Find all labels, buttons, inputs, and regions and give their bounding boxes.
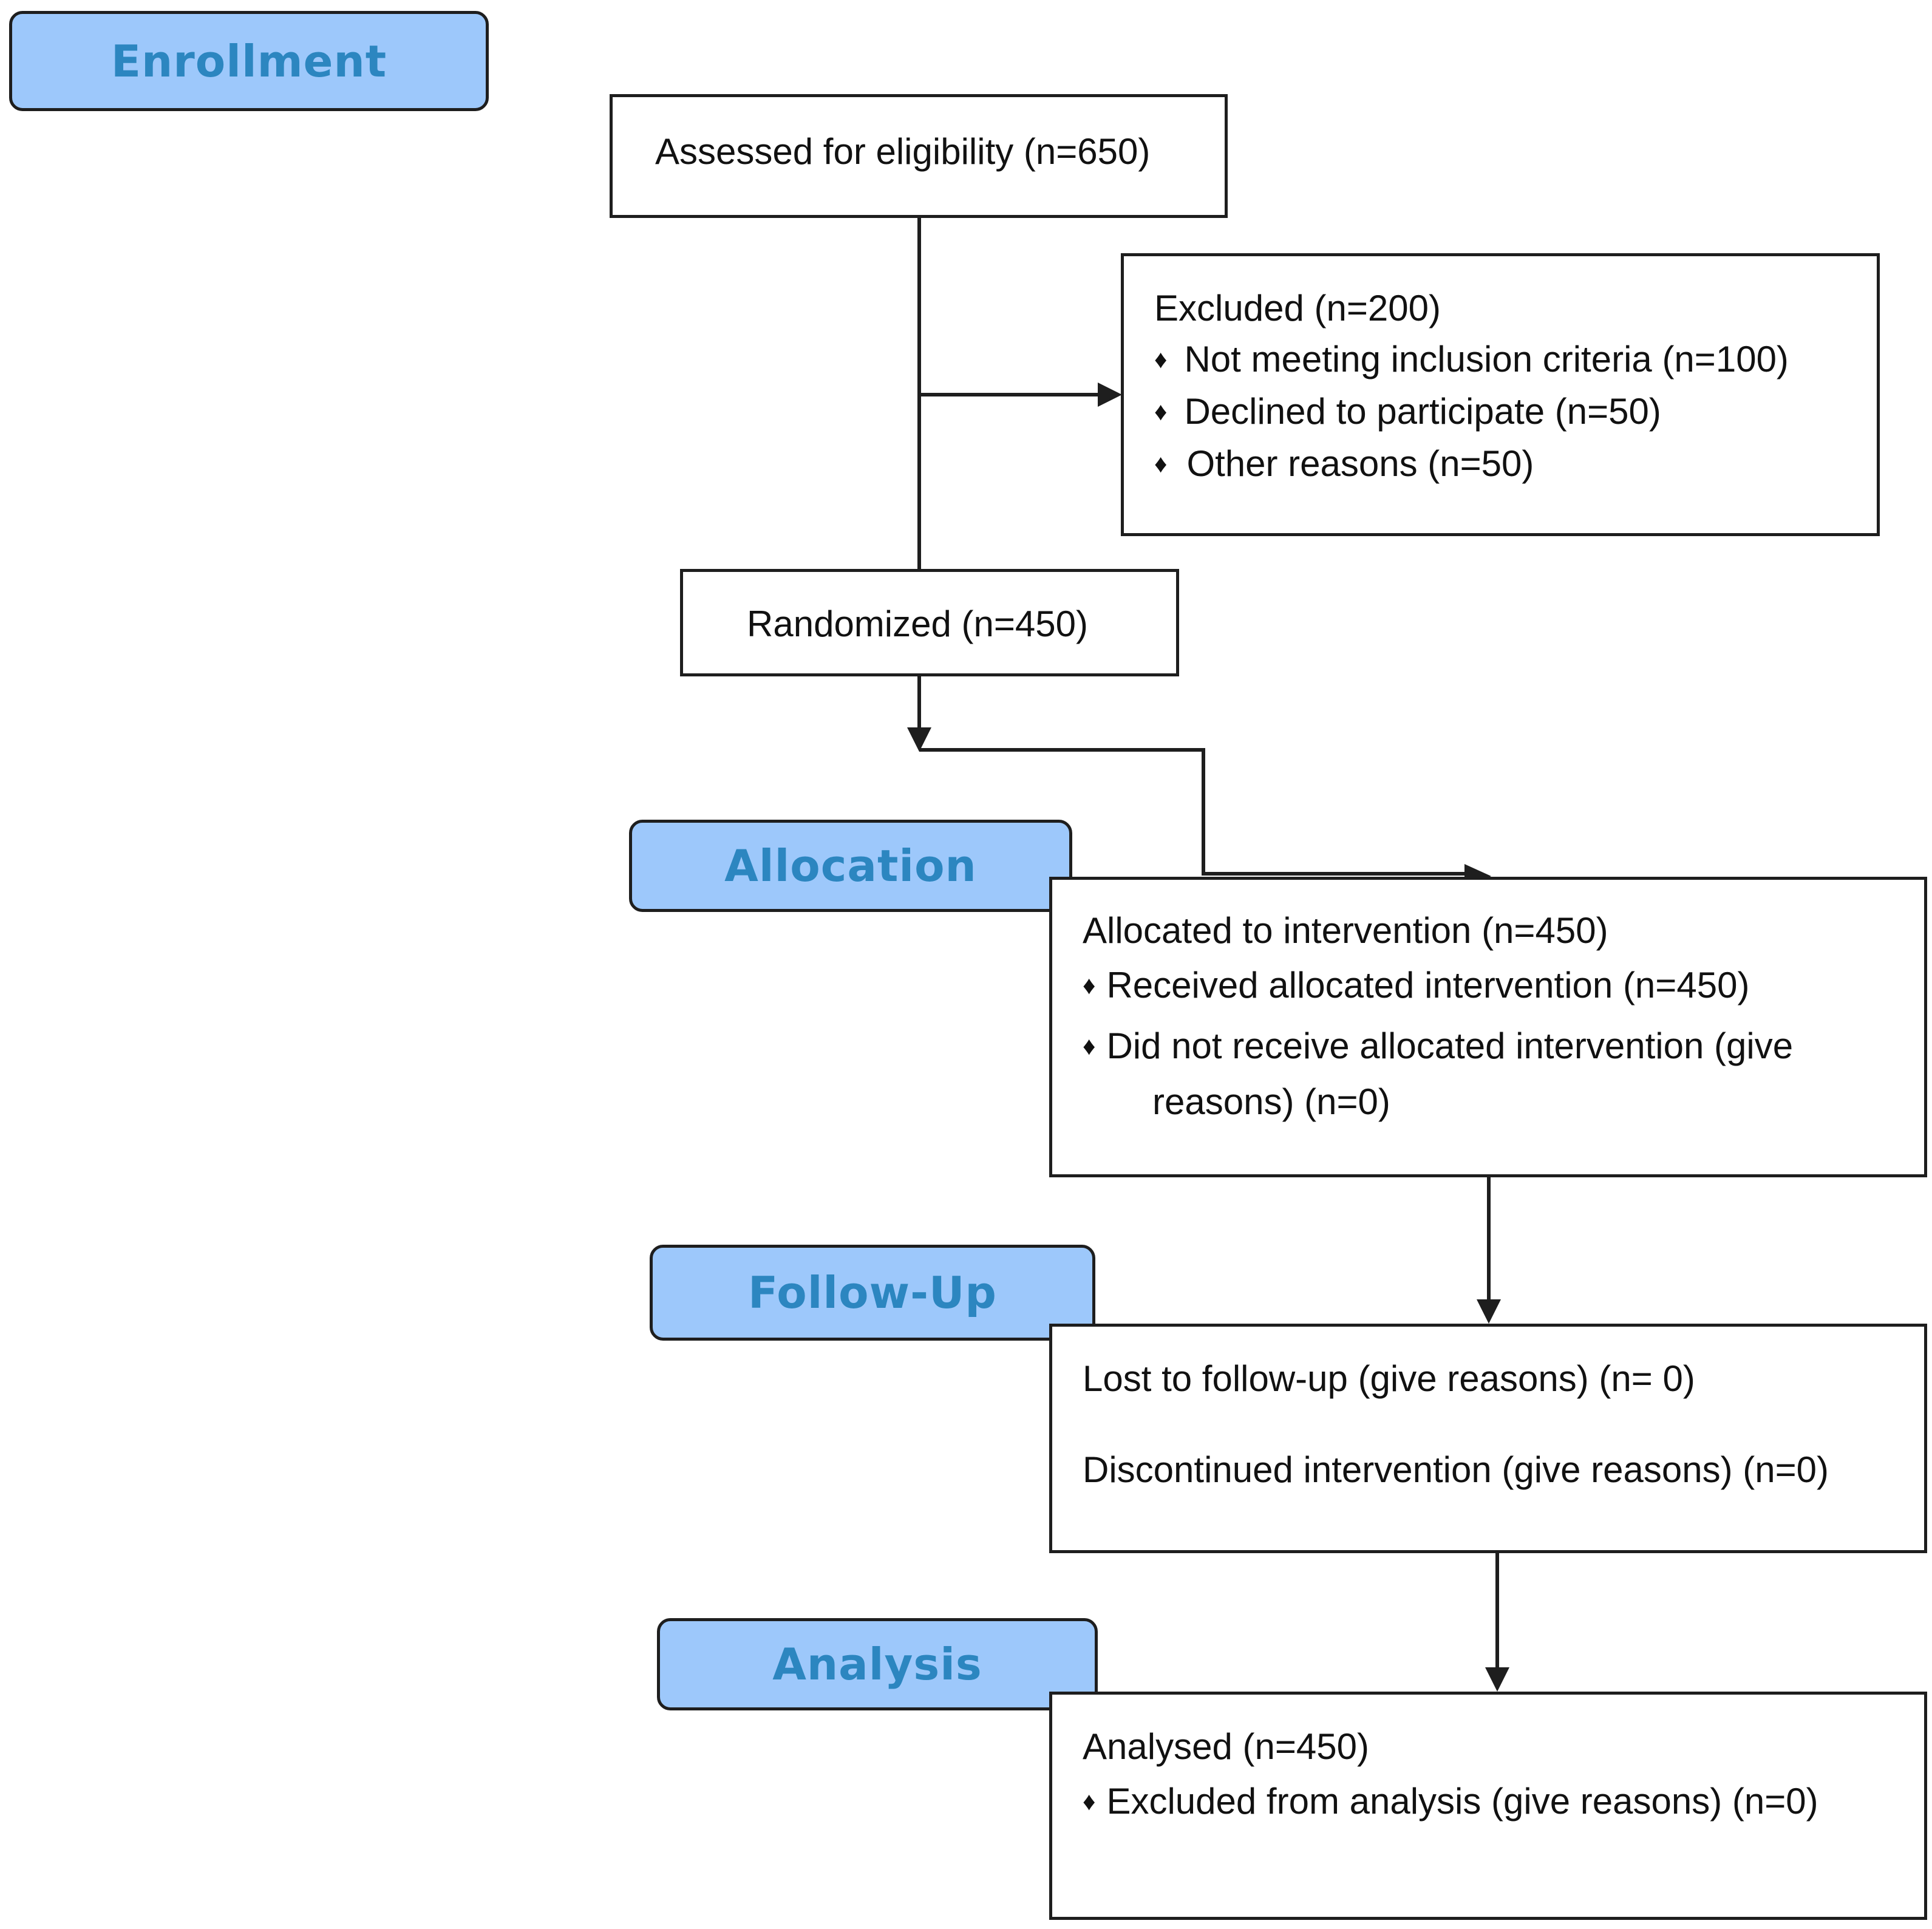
follow-up-lost-text: Lost to follow-up (give reasons) (n= 0) [1083,1358,1695,1399]
stage-allocation-text: Allocation [724,840,977,891]
analysed-item-text: Excluded from analysis (give reasons) (n… [1106,1781,1818,1822]
arrowhead-followup [1477,1299,1501,1324]
stage-label-enrollment: Enrollment [9,11,489,111]
diamond-bullet-icon: ♦ [1154,449,1168,478]
arrowhead-excluded [1098,383,1122,407]
excluded-item-text: Declined to participate (n=50) [1184,391,1661,432]
excluded-item-declined: ♦ Declined to participate (n=50) [1154,393,1661,430]
excluded-item-text: Not meeting inclusion criteria (n=100) [1184,339,1789,379]
allocated-box: Allocated to intervention (n=450) ♦ Rece… [1049,877,1927,1177]
allocated-title: Allocated to intervention (n=450) [1083,910,1608,951]
diamond-bullet-icon: ♦ [1083,971,1096,999]
stage-enrollment-text: Enrollment [111,35,387,87]
stage-label-follow-up: Follow-Up [650,1245,1095,1341]
allocated-item-not-received: ♦ Did not receive allocated intervention… [1083,1028,1793,1064]
diamond-bullet-icon: ♦ [1154,397,1168,426]
assessed-text: Assessed for eligibility (n=650) [655,131,1151,172]
excluded-item-other: ♦ Other reasons (n=50) [1154,446,1534,482]
randomized-box: Randomized (n=450) [680,569,1179,676]
stage-follow-up-text: Follow-Up [748,1267,997,1318]
excluded-item-not-meeting: ♦ Not meeting inclusion criteria (n=100) [1154,341,1789,378]
excluded-box: Excluded (n=200) ♦ Not meeting inclusion… [1121,253,1880,536]
stage-analysis-text: Analysis [772,1639,982,1690]
follow-up-discontinued-text: Discontinued intervention (give reasons)… [1083,1449,1829,1490]
allocated-item-received: ♦ Received allocated intervention (n=450… [1083,967,1749,1004]
diamond-bullet-icon: ♦ [1083,1787,1096,1815]
diamond-bullet-icon: ♦ [1083,1032,1096,1060]
follow-up-box: Lost to follow-up (give reasons) (n= 0) … [1049,1324,1927,1553]
randomized-text: Randomized (n=450) [747,604,1089,644]
allocated-item-continuation: reasons) (n=0) [1152,1081,1390,1122]
arrowhead-randomized-down [907,727,931,752]
assessed-box: Assessed for eligibility (n=650) [610,94,1228,218]
stage-label-analysis: Analysis [657,1618,1098,1710]
analysed-box: Analysed (n=450) ♦ Excluded from analysi… [1049,1692,1927,1920]
allocated-item-text: Received allocated intervention (n=450) [1106,965,1750,1005]
excluded-item-text: Other reasons (n=50) [1186,443,1534,484]
arrowhead-analysis [1485,1667,1509,1692]
analysed-title: Analysed (n=450) [1083,1726,1369,1767]
diamond-bullet-icon: ♦ [1154,345,1168,373]
excluded-title: Excluded (n=200) [1154,288,1441,328]
allocated-item-text: Did not receive allocated intervention (… [1106,1026,1794,1066]
stage-label-allocation: Allocation [629,820,1072,912]
connector-elbow-allocated [919,748,1468,876]
analysed-item-excluded: ♦ Excluded from analysis (give reasons) … [1083,1783,1818,1820]
